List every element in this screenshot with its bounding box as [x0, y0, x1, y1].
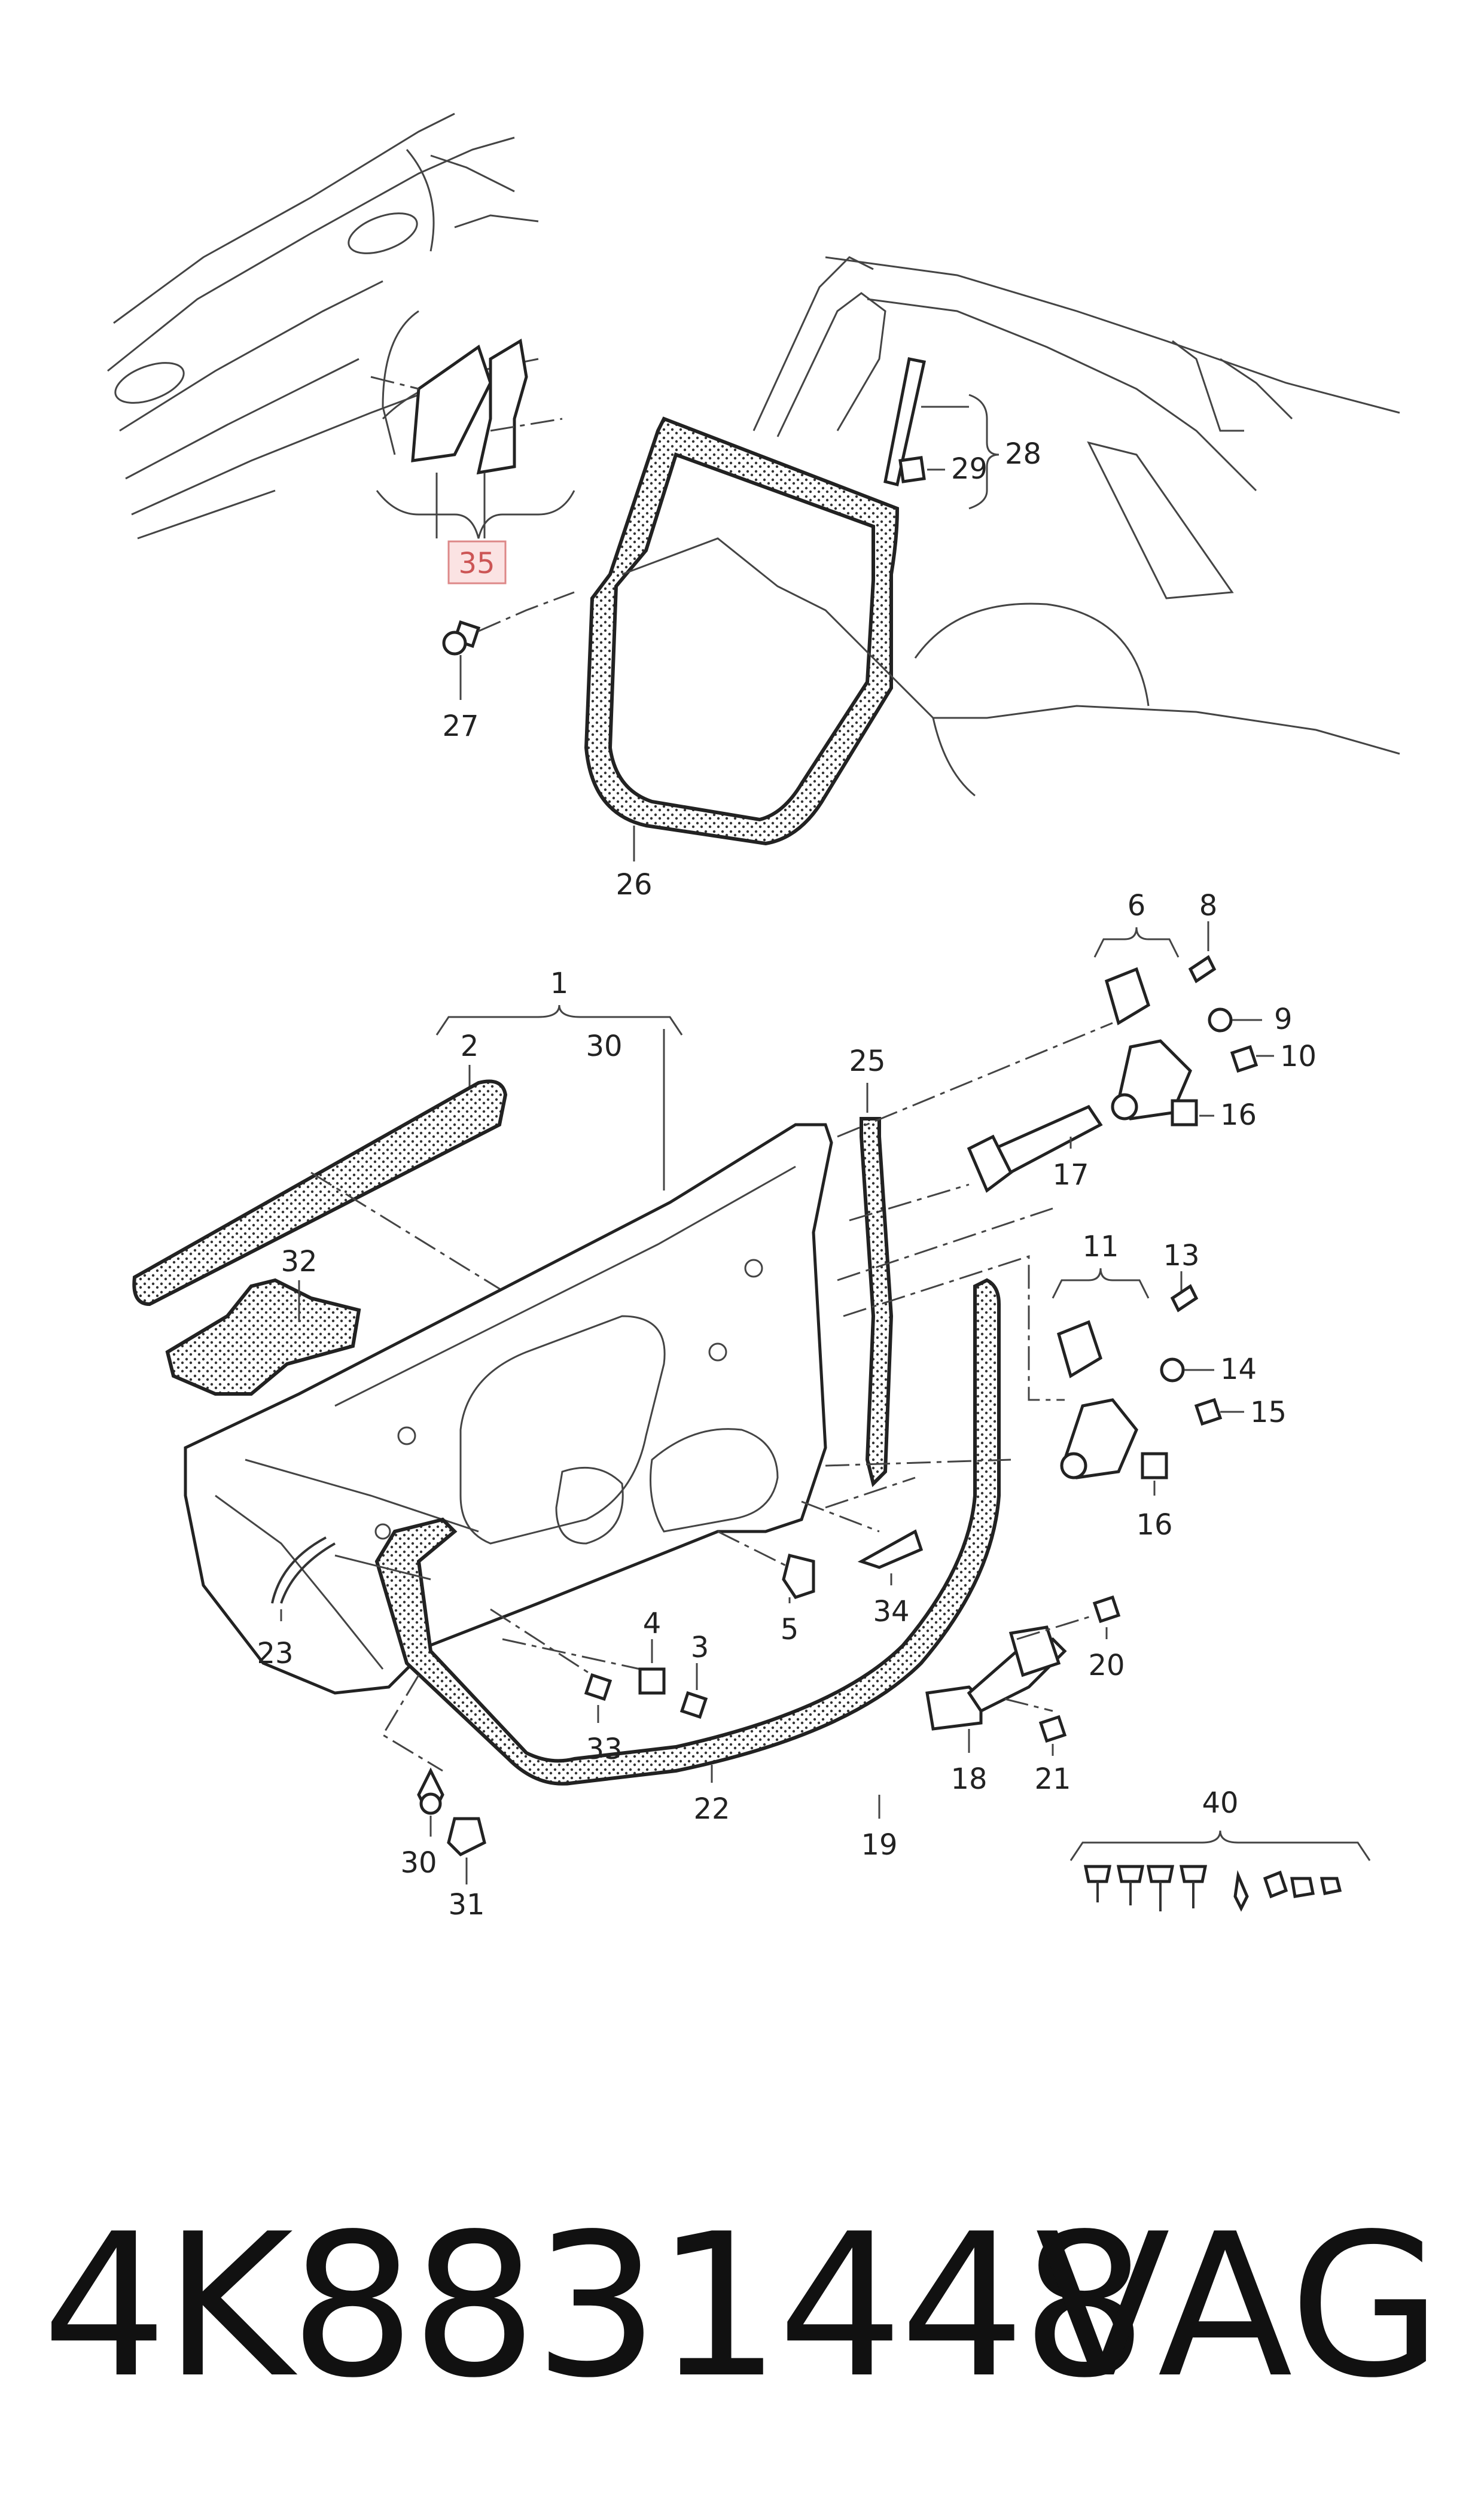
door-seal-26: 26 — [584, 416, 900, 902]
callout-label-30: 30 — [586, 1030, 622, 1063]
brand-name: VAG — [1035, 2191, 1442, 2421]
callout-label-17: 17 — [1052, 1158, 1089, 1192]
callout-label-27: 27 — [442, 710, 479, 743]
callout-label-16: 16 — [1220, 1098, 1257, 1132]
check-strap-17: 17 — [967, 1104, 1103, 1193]
callout-label-16: 16 — [1136, 1508, 1172, 1542]
label-35: 35 — [458, 547, 495, 580]
callout-label-33: 33 — [586, 1733, 622, 1766]
callout-label-9: 9 — [1274, 1003, 1293, 1036]
callout-label-13: 13 — [1163, 1239, 1199, 1272]
callout-label-32: 32 — [281, 1245, 317, 1278]
callout-35: 35 — [447, 540, 507, 584]
callout-label-5: 5 — [781, 1613, 799, 1646]
bolt-4-pin-3: 4 3 — [502, 1607, 709, 1719]
callout-label-29: 29 — [951, 452, 988, 486]
callout-19: 19 — [861, 1795, 898, 1862]
door-seal-22: 22 — [374, 1278, 1001, 1826]
callout-label-31: 31 — [448, 1888, 484, 1922]
upper-hinge-6: 6 8 9 10 16 — [1093, 889, 1317, 1132]
body-opening — [621, 256, 1400, 797]
callout-label-22: 22 — [693, 1792, 730, 1826]
callout-label-2: 2 — [461, 1030, 479, 1063]
callout-label-18: 18 — [950, 1762, 987, 1796]
callout-label-1: 1 — [550, 967, 569, 1000]
callout-label-25: 25 — [849, 1045, 885, 1078]
callout-label-15: 15 — [1250, 1396, 1287, 1429]
cable-23: 23 — [257, 1536, 431, 1670]
callout-label-4: 4 — [643, 1607, 662, 1640]
part-number: 4K8831448 — [42, 2191, 1147, 2421]
callout-label-26: 26 — [615, 868, 652, 902]
callout-label-20: 20 — [1088, 1649, 1125, 1682]
lower-hinge-11: 11 13 14 15 16 — [1052, 1230, 1287, 1542]
callout-label-11: 11 — [1082, 1230, 1119, 1263]
car-side-view — [107, 112, 575, 540]
callout-label-30: 30 — [400, 1846, 437, 1880]
bracket-34: 34 — [801, 1500, 924, 1628]
screw-33: 33 — [490, 1608, 623, 1766]
door-strip-2 — [132, 1079, 671, 1395]
callout-label-21: 21 — [1034, 1762, 1071, 1796]
callout-label-28: 28 — [1005, 437, 1041, 471]
callout-label-10: 10 — [1280, 1040, 1317, 1073]
trim-strip-28: 29 28 — [883, 357, 1041, 510]
callout-label-34: 34 — [873, 1595, 909, 1628]
window-seal-25: 25 — [849, 1045, 894, 1487]
callout-label-19: 19 — [861, 1828, 897, 1862]
callout-label-6: 6 — [1128, 889, 1146, 922]
footer: 4K8831448 VAG — [0, 2208, 1484, 2459]
screw-27: 27 — [442, 591, 575, 743]
fastener-set-40: 40 — [1069, 1786, 1371, 1912]
insulation-32: 32 — [165, 1245, 361, 1396]
callout-label-3: 3 — [691, 1631, 709, 1664]
callout-label-8: 8 — [1199, 889, 1218, 922]
callout-label-40: 40 — [1202, 1786, 1238, 1820]
screw-30-clip-31: 30 31 — [381, 1674, 486, 1922]
plug-5: 5 — [717, 1530, 815, 1646]
callout-bracket-1: 1 2 30 — [435, 967, 683, 1191]
callout-label-14: 14 — [1220, 1353, 1257, 1386]
check-link-18: 18 20 21 — [925, 1595, 1125, 1796]
parts-diagram: 35 27 26 29 28 1 — [107, 112, 1400, 1922]
callout-label-23: 23 — [257, 1637, 293, 1670]
hinge-guide-lines — [825, 1022, 1113, 1509]
